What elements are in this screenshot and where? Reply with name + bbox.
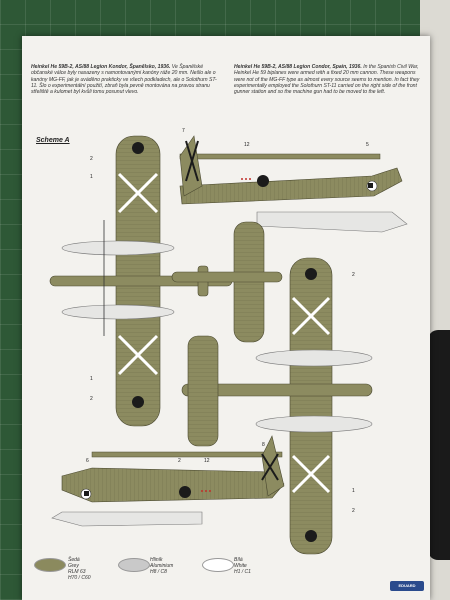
swatch-aluminium bbox=[118, 558, 150, 572]
side-view-lower bbox=[51, 435, 285, 527]
bottom-view-lower-wing bbox=[181, 257, 373, 555]
legend-grey: Šedá Grey RLM 63 H70 / C60 bbox=[68, 557, 91, 581]
swatch-grey bbox=[34, 558, 66, 572]
small-biplane-view bbox=[171, 221, 283, 343]
english-body: In the Spanish Civil War, Heinkel He 59 … bbox=[234, 64, 420, 96]
callout-5: 5 bbox=[366, 142, 369, 148]
czech-title: Heinkel He 59B-2, AS/88 Legion Kondor, Š… bbox=[31, 64, 171, 70]
callout-1: 1 bbox=[90, 174, 93, 180]
czech-body: Ve Španělské občanské válce byly nasazen… bbox=[31, 64, 217, 96]
legend-white: Bílá White H1 / C1 bbox=[234, 557, 251, 575]
callout-12b: 12 bbox=[204, 458, 210, 464]
swatch-white bbox=[202, 558, 234, 572]
english-title: Heinkel He 59B-2, AS/88 Legion Condor, S… bbox=[234, 64, 362, 70]
side-view-upper bbox=[179, 135, 408, 233]
czech-description: Heinkel He 59B-2, AS/88 Legion Kondor, Š… bbox=[31, 64, 221, 95]
callout-12: 12 bbox=[244, 142, 250, 148]
publisher-logo: EDUARD bbox=[390, 581, 424, 591]
callout-1b: 1 bbox=[90, 376, 93, 382]
legend-aluminium: Hliník Aluminium H8 / C8 bbox=[150, 557, 174, 575]
callout-2: 2 bbox=[90, 156, 93, 162]
scheme-heading: Scheme A bbox=[36, 137, 70, 144]
neighbor-page-dark bbox=[428, 330, 450, 560]
callout-6: 6 bbox=[86, 458, 89, 464]
english-description: Heinkel He 59B-2, AS/88 Legion Condor, S… bbox=[234, 64, 422, 95]
callout-2d: 2 bbox=[352, 272, 355, 278]
callout-7: 7 bbox=[182, 128, 185, 134]
callout-2c: 2 bbox=[90, 396, 93, 402]
aircraft-drawings: 7 12 5 2 1 6 2 12 8 1 2 2 1 2 bbox=[49, 128, 408, 555]
callout-2b: 2 bbox=[178, 458, 181, 464]
instruction-sheet: Heinkel He 59B-2, AS/88 Legion Kondor, Š… bbox=[22, 36, 430, 600]
callout-8: 8 bbox=[262, 442, 265, 448]
callout-1c: 1 bbox=[352, 488, 355, 494]
callout-2e: 2 bbox=[352, 508, 355, 514]
